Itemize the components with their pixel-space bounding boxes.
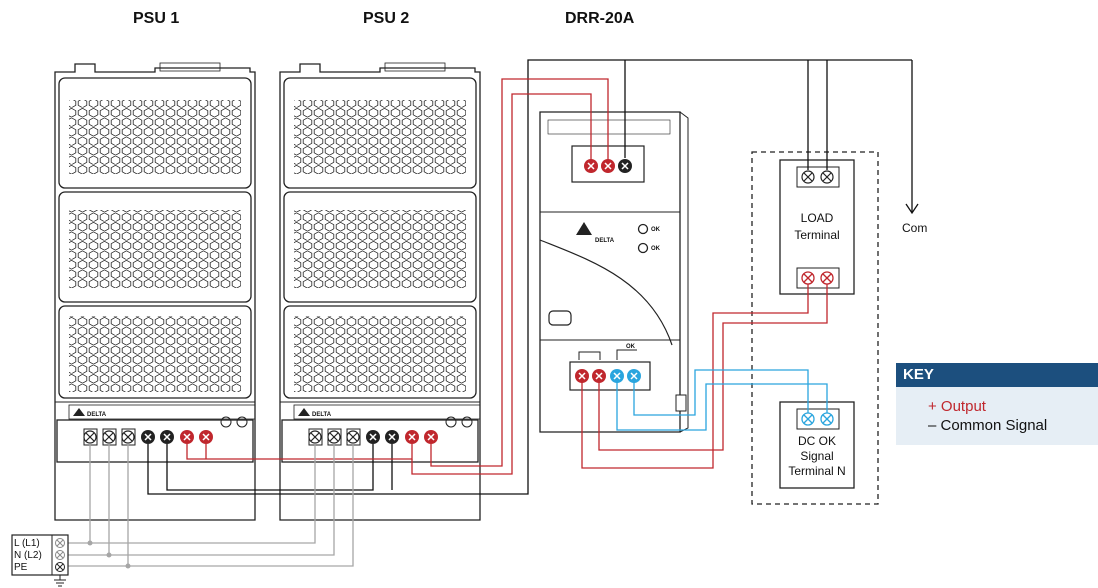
load-terminal: LOAD Terminal [779, 159, 855, 295]
red-wires [186, 78, 828, 475]
key-plus-output: + Output [928, 398, 986, 415]
psu2-unit [279, 62, 481, 521]
com-arrow: Com [902, 60, 927, 235]
ac-input-block: L (L1) N (L2) PE [11, 534, 69, 587]
ground-icon [54, 575, 66, 587]
signal-label-2: Signal [800, 449, 833, 463]
psu2-title: PSU 2 [363, 10, 409, 27]
ac-l-label: L (L1) [14, 538, 40, 549]
vin-ok-label-1: OK [651, 227, 661, 233]
blue-wires [616, 369, 828, 431]
ac-junction-dots [87, 540, 131, 569]
ac-n-label: N (L2) [14, 550, 42, 561]
drr20a-module: DELTA OK OK OK [539, 111, 689, 433]
load-enclosure [751, 151, 879, 505]
signal-label-1: DC OK [798, 434, 836, 448]
black-wires [147, 59, 912, 495]
psu2-terminal-block [308, 416, 473, 446]
load-label-2: Terminal [794, 228, 839, 242]
psu1-title: PSU 1 [133, 10, 179, 27]
vin-ok-label-2: OK [651, 246, 661, 252]
key-legend: KEY + Output – Common Signal [896, 363, 1098, 445]
dc-ok-label: OK [626, 344, 636, 350]
key-minus-common: – Common Signal [928, 417, 1048, 434]
com-label: Com [902, 221, 927, 235]
signal-label-3: Terminal N [788, 464, 845, 478]
ac-pe-label: PE [14, 562, 28, 573]
module-title: DRR-20A [565, 10, 635, 27]
key-title: KEY [896, 363, 1098, 387]
psu1-terminal-block [83, 416, 248, 446]
load-label-1: LOAD [801, 211, 834, 225]
psu1-unit [54, 62, 256, 521]
module-brand: DELTA [595, 238, 615, 244]
dc-ok-signal-terminal: DC OK Signal Terminal N [779, 401, 855, 489]
